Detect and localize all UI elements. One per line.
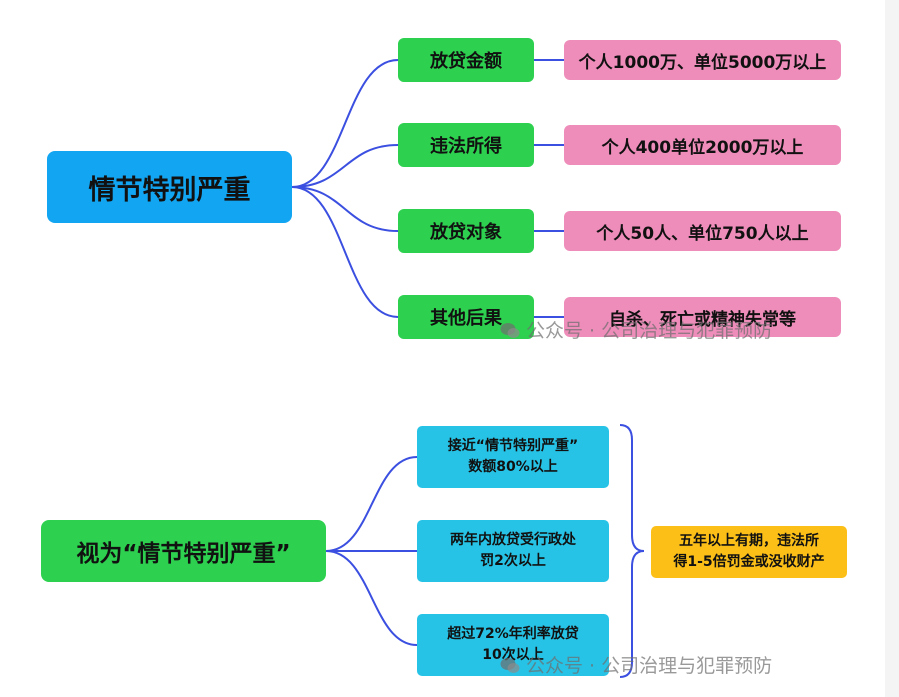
item-node-near-threshold-line1: 接近“情节特别严重”: [447, 438, 579, 454]
value-node-loan-amount: 个人1000万、单位5000万以上: [564, 40, 841, 80]
item-node-admin-penalty: 两年内放贷受行政处 罚2次以上: [417, 520, 609, 582]
value-node-loan-targets: 个人50人、单位750人以上: [564, 211, 841, 251]
wechat-icon: [500, 323, 520, 338]
item-node-near-threshold-line2: 数额80%以上: [468, 459, 558, 475]
result-node-penalty-line2: 得1-5倍罚金或没收财产: [673, 554, 825, 570]
curly-brace: [619, 424, 645, 678]
branch-node-loan-targets: 放贷对象: [398, 209, 534, 253]
root-node-serious: 情节特别严重: [47, 151, 292, 223]
item-node-high-interest-line2: 10次以上: [482, 647, 544, 663]
watermark-bottom-text: 公众号 · 公司治理与犯罪预防: [526, 655, 773, 677]
right-edge-strip: [885, 0, 899, 697]
root-node-deemed-serious: 视为“情节特别严重”: [41, 520, 326, 582]
wechat-icon: [500, 658, 520, 673]
item-node-near-threshold: 接近“情节特别严重” 数额80%以上: [417, 426, 609, 488]
value-node-illegal-gains: 个人400单位2000万以上: [564, 125, 841, 165]
branch-node-loan-amount: 放贷金额: [398, 38, 534, 82]
result-node-penalty: 五年以上有期，违法所 得1-5倍罚金或没收财产: [651, 526, 847, 578]
link-root1-branch3: [291, 186, 399, 232]
watermark-top-text: 公众号 · 公司治理与犯罪预防: [526, 320, 773, 342]
link-root1-branch4: [291, 186, 399, 318]
branch-node-illegal-gains: 违法所得: [398, 123, 534, 167]
watermark-top: 公众号 · 公司治理与犯罪预防: [500, 316, 772, 343]
item-node-high-interest-line1: 超过72%年利率放贷: [447, 626, 579, 642]
link-root2-item1: [325, 456, 418, 552]
watermark-bottom: 公众号 · 公司治理与犯罪预防: [500, 651, 772, 678]
link-root1-branch2: [291, 144, 399, 188]
link-root1-branch1: [291, 59, 399, 188]
item-node-admin-penalty-line1: 两年内放贷受行政处: [450, 532, 576, 548]
link-root2-item3: [325, 550, 418, 646]
value-node-other-consequences: 自杀、死亡或精神失常等: [564, 297, 841, 337]
item-node-admin-penalty-line2: 罚2次以上: [480, 553, 546, 569]
result-node-penalty-line1: 五年以上有期，违法所: [678, 533, 819, 549]
